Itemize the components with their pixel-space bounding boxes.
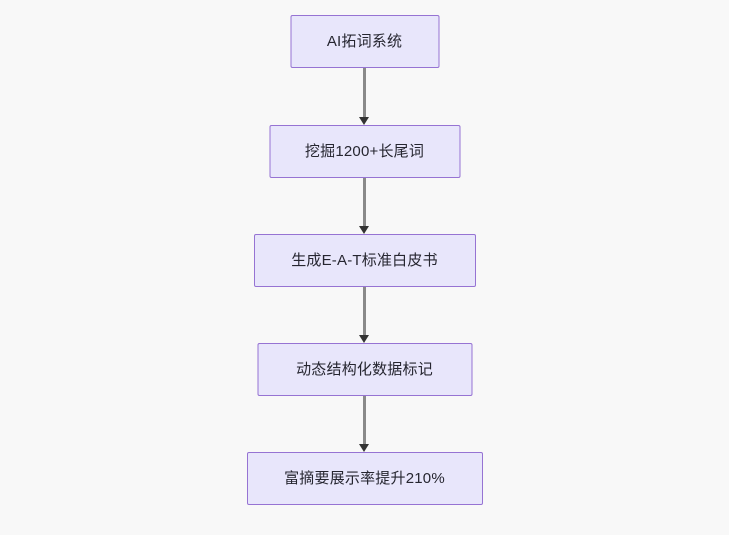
flow-node-label: 动态结构化数据标记 — [296, 361, 433, 378]
edge-line — [363, 396, 366, 445]
arrow-down-icon — [359, 226, 369, 234]
flow-node-eat-whitepaper[interactable]: 生成E-A-T标准白皮书 — [253, 234, 476, 287]
flow-node-label: 挖掘1200+长尾词 — [304, 143, 425, 160]
flow-node-ai-keyword-system[interactable]: AI拓词系统 — [290, 15, 439, 68]
flow-node-label: 富摘要展示率提升210% — [284, 470, 445, 487]
flow-edge-n2-n3 — [358, 178, 371, 234]
edge-line — [363, 68, 366, 118]
flow-edge-n1-n2 — [358, 68, 371, 125]
arrow-down-icon — [359, 444, 369, 452]
edge-line — [363, 287, 366, 336]
flow-node-rich-snippet-result[interactable]: 富摘要展示率提升210% — [246, 452, 483, 505]
flow-node-structured-data-markup[interactable]: 动态结构化数据标记 — [257, 343, 472, 396]
flow-edge-n4-n5 — [358, 396, 371, 452]
flow-node-label: 生成E-A-T标准白皮书 — [291, 252, 438, 269]
flow-node-longtail-keywords[interactable]: 挖掘1200+长尾词 — [269, 125, 460, 178]
arrow-down-icon — [359, 117, 369, 125]
edge-line — [363, 178, 366, 227]
arrow-down-icon — [359, 335, 369, 343]
flow-edge-n3-n4 — [358, 287, 371, 343]
flow-node-label: AI拓词系统 — [326, 33, 403, 50]
